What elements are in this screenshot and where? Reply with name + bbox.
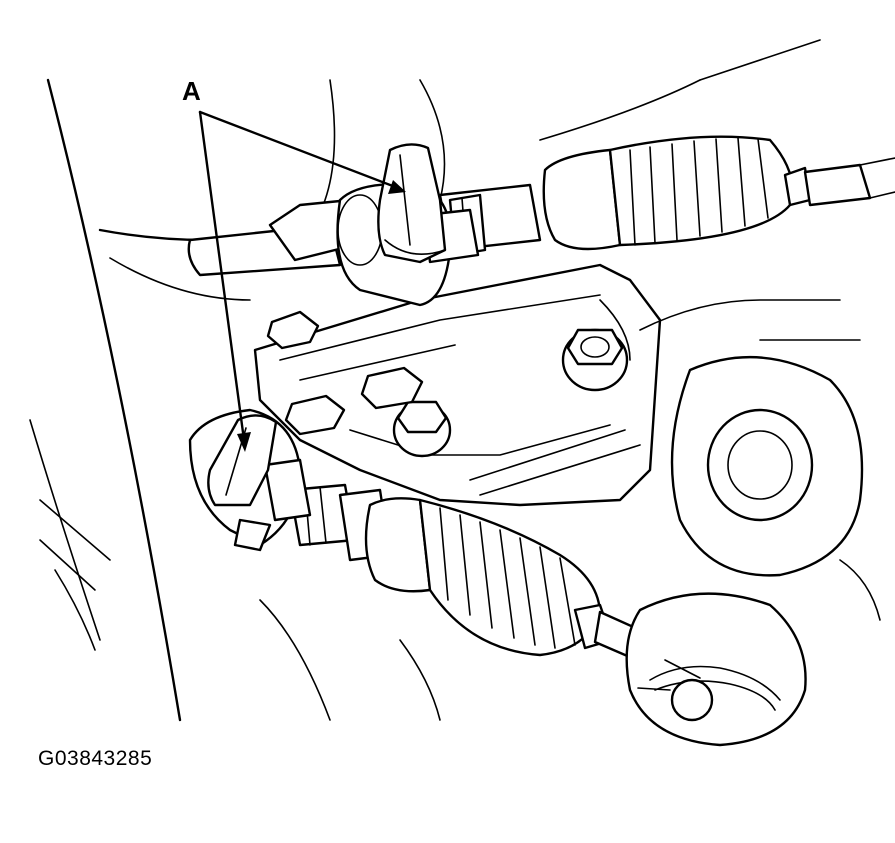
bracket-bolt (284, 394, 346, 436)
figure-id: G03843285 (38, 747, 153, 770)
callout-label: A (182, 76, 201, 106)
cable-clevis (625, 592, 807, 747)
bracket-bolt (360, 366, 424, 410)
transmission-housing (29, 39, 821, 722)
shift-lever-pivot (670, 356, 881, 621)
bracket-bolt (392, 400, 452, 458)
cable-bracket (253, 263, 861, 507)
upper-retaining-clip (377, 143, 447, 264)
bracket-bolt (266, 310, 320, 350)
upper-shift-cable (187, 135, 895, 277)
callout-leader-lower (198, 110, 251, 452)
bracket-bolt (561, 328, 629, 392)
callout-leader-upper (198, 110, 406, 194)
lower-shift-cable (288, 483, 642, 660)
